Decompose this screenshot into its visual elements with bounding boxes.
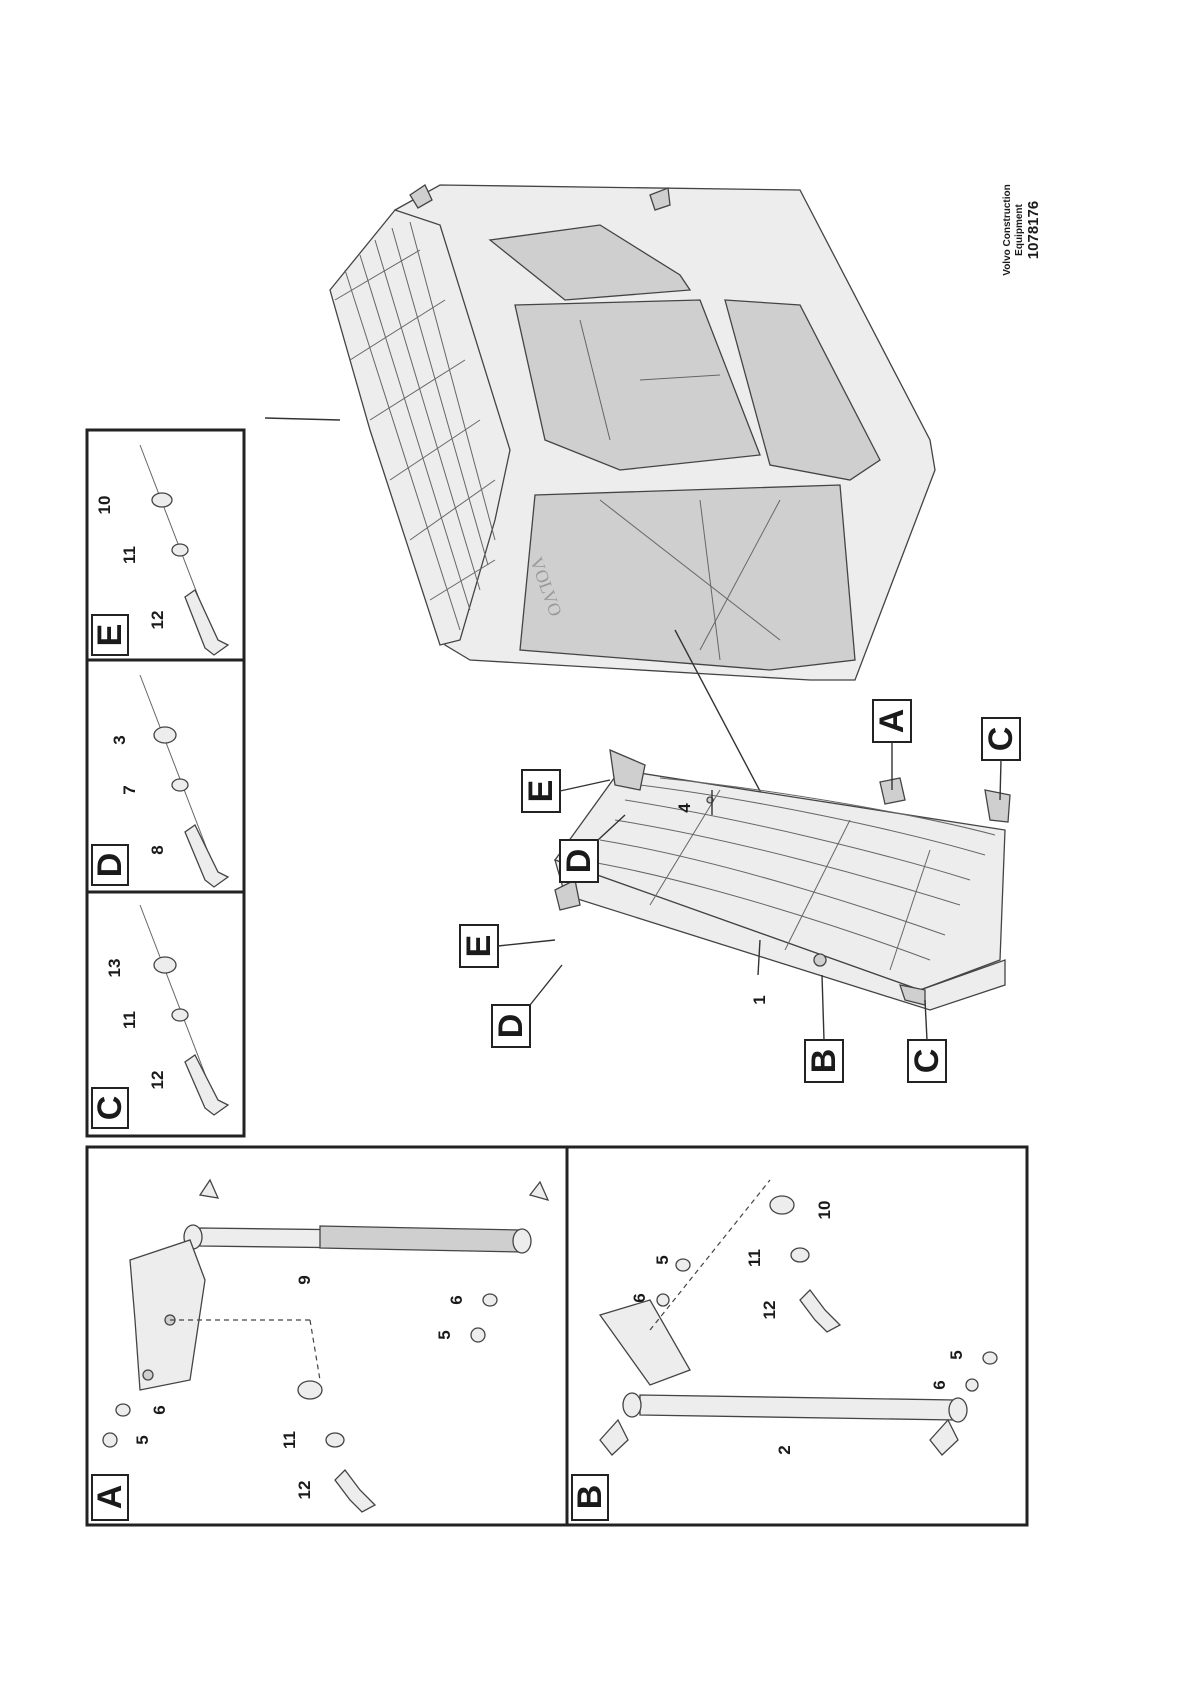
panel-B-item-5-top: 5 (653, 1255, 672, 1264)
panel-B-item-11: 11 (745, 1249, 764, 1267)
panel-B-item-5-bottom: 5 (947, 1350, 966, 1359)
panel-B-item-2: 2 (775, 1445, 794, 1454)
reference-number: 1078176 (1025, 201, 1042, 259)
ref-box-C-bottom: C (908, 1049, 946, 1074)
panel-A-item-11: 11 (280, 1431, 299, 1449)
reference-block: Volvo Construction Equipment 1078176 (1002, 184, 1042, 275)
ref-box-C-top: C (982, 727, 1020, 752)
panel-B-label: B (571, 1485, 609, 1510)
ref-box-D-upper: D (560, 849, 598, 874)
panel-B-item-6-top: 6 (630, 1293, 649, 1302)
panel-C-item-11: 11 (120, 1011, 139, 1029)
cab-illustration: VOLVO (264, 184, 936, 811)
panel-E-label: E (91, 624, 129, 647)
panel-B-item-12: 12 (760, 1301, 779, 1320)
panel-B-item-6-bottom: 6 (930, 1380, 949, 1389)
panel-E-item-10: 10 (95, 496, 114, 515)
panel-D: D 8 7 3 (91, 674, 230, 888)
detail-panels-ab: A 5 6 9 6 5 11 (85, 1145, 1029, 1527)
panel-A-item-5-left: 5 (133, 1435, 152, 1444)
reference-company-line1: Volvo Construction (1002, 184, 1013, 275)
panel-A-item-12: 12 (295, 1481, 314, 1500)
panel-A: A 5 6 9 6 5 11 (91, 1178, 550, 1521)
panel-A-item-6-right: 6 (447, 1295, 466, 1304)
panel-C-label: C (91, 1096, 129, 1121)
callout-1: 1 (750, 995, 769, 1004)
reference-company-line2: Equipment (1014, 204, 1025, 256)
panel-C: C 12 11 13 (91, 904, 230, 1129)
main-callouts: 1 4 (675, 803, 769, 1005)
panel-B: B 5 6 12 11 10 2 6 5 (571, 1179, 998, 1521)
panel-A-item-6-left: 6 (150, 1405, 169, 1414)
main-ref-boxes: A B C C D D E E (459, 699, 1021, 1083)
ref-box-D-lower: D (492, 1014, 530, 1039)
panel-D-label: D (91, 853, 129, 878)
panel-A-item-9: 9 (295, 1275, 314, 1284)
detail-panels-cde: E 12 11 10 D 8 7 3 C (85, 428, 246, 1138)
panel-A-item-5-right: 5 (435, 1330, 454, 1339)
panel-A-label: A (91, 1485, 129, 1510)
ref-box-E-upper: E (522, 780, 560, 803)
ref-box-B: B (805, 1049, 843, 1074)
panel-B-item-10: 10 (815, 1201, 834, 1220)
panel-D-item-7: 7 (120, 785, 139, 794)
panel-E-item-12: 12 (148, 611, 167, 630)
panel-D-item-8: 8 (148, 845, 167, 854)
panel-E-item-11: 11 (120, 546, 139, 564)
panel-E: E 12 11 10 (91, 444, 230, 656)
callout-4: 4 (675, 803, 694, 813)
panel-C-item-13: 13 (105, 959, 124, 978)
ref-box-A: A (873, 709, 911, 734)
front-guard (553, 748, 1011, 1011)
ref-box-E-lower: E (460, 935, 498, 958)
panel-D-item-3: 3 (110, 735, 129, 744)
panel-C-item-12: 12 (148, 1071, 167, 1090)
